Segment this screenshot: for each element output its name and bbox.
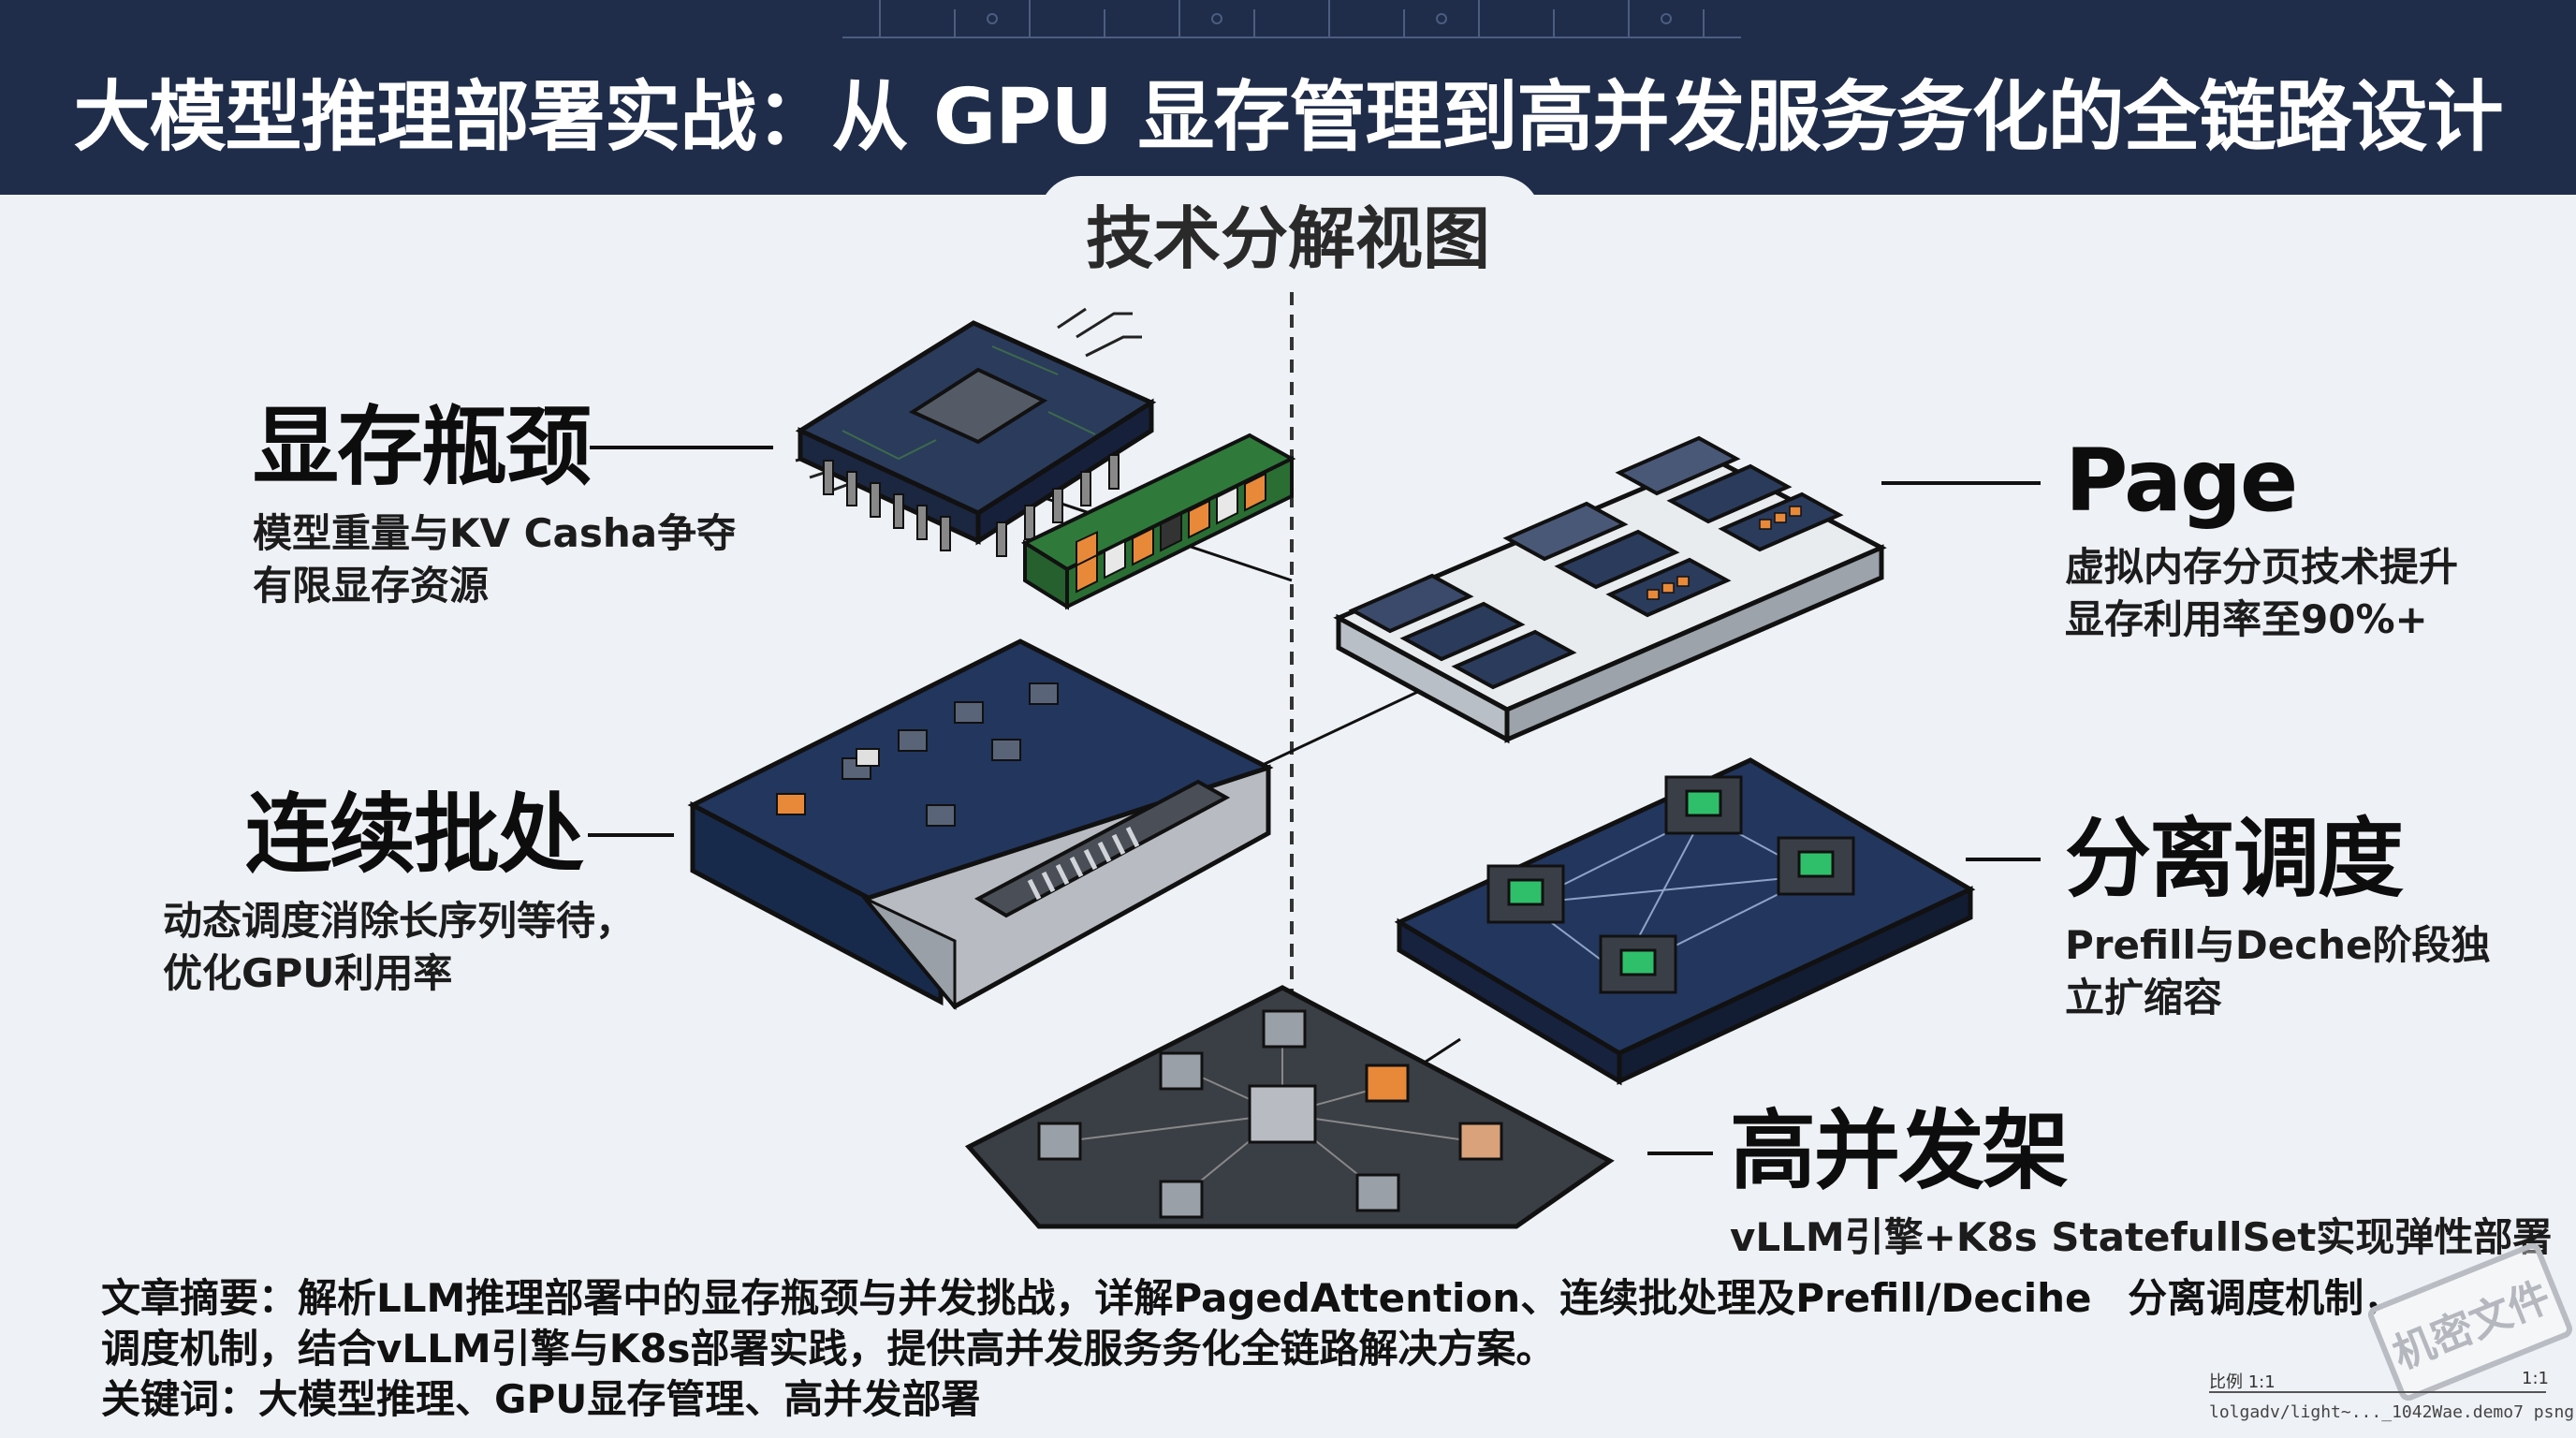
cluster-board-icon — [964, 985, 1615, 1229]
summary-line: 调度机制，结合vLLM引擎与K8s部署实践，提供高并发服务务化全链路解决方案。 — [101, 1326, 1556, 1372]
scale-label: 比例 1:1 — [2209, 1372, 2276, 1392]
desc-line: 优化GPU利用率 — [163, 950, 453, 996]
label-description: 模型重量与KV Casha争夺 有限显存资源 — [253, 507, 736, 612]
desc-line: 有限显存资源 — [253, 563, 490, 609]
summary-line: 文章摘要：解析LLM推理部署中的显存瓶颈与并发挑战，详解PagedAttenti… — [101, 1275, 2404, 1321]
header-banner: 大模型推理部署实战：从 GPU 显存管理到高并发服务务化的全链路设计 — [0, 0, 2576, 195]
label-title: 分离调度 — [2065, 809, 2404, 909]
desc-line: 模型重量与KV Casha争夺 — [253, 510, 737, 556]
label-vram-bottleneck: 显存瓶颈 模型重量与KV Casha争夺 有限显存资源 — [253, 404, 736, 612]
label-continuous-batching: 连续批处 动态调度消除长序列等待， 优化GPU利用率 — [163, 785, 635, 1000]
desc-line: 动态调度消除长序列等待， — [163, 898, 636, 944]
article-summary: 文章摘要：解析LLM推理部署中的显存瓶颈与并发挑战，详解PagedAttenti… — [101, 1273, 2404, 1425]
subtitle-tab — [1039, 176, 1541, 279]
label-description: 虚拟内存分页技术提升 显存利用率至90%+ — [2065, 541, 2458, 646]
ram-module-icon — [1020, 433, 1296, 610]
label-description: Prefill与Deche阶段独 立扩缩容 — [2065, 919, 2491, 1024]
label-title: 连续批处 — [245, 785, 584, 885]
label-description: 动态调度消除长序列等待， 优化GPU利用率 — [163, 895, 635, 1000]
label-title: Page — [2065, 431, 2298, 531]
desc-line: Prefill与Deche阶段独 — [2065, 922, 2491, 968]
label-title: 显存瓶颈 — [253, 397, 592, 497]
diagram-subtitle: 技术分解视图 — [1085, 199, 1490, 278]
desc-line: 虚拟内存分页技术提升 — [2065, 544, 2459, 590]
scale-ratio: 1:1 — [2522, 1369, 2549, 1388]
label-paged-memory: Page 虚拟内存分页技术提升 显存利用率至90%+ — [2065, 438, 2458, 646]
scale-bar — [2209, 1391, 2546, 1393]
batch-processor-icon — [687, 638, 1274, 1011]
desc-line: 显存利用率至90%+ — [2065, 596, 2428, 642]
label-high-concurrency: 高并发架 vLLM引擎+K8s StatefullSet实现弹性部署 — [1730, 1108, 2552, 1264]
label-disaggregated-scheduling: 分离调度 Prefill与Deche阶段独 立扩缩容 — [2065, 816, 2491, 1024]
memory-page-icon — [1333, 435, 1887, 744]
page-title: 大模型推理部署实战：从 GPU 显存管理到高并发服务务化的全链路设计 — [73, 73, 2503, 162]
keywords-line: 关键词：大模型推理、GPU显存管理、高并发部署 — [101, 1376, 981, 1422]
gpu-chip-icon — [795, 307, 1157, 557]
file-name: lolgadv/light~..._1042Wae.demo7 psng — [2209, 1402, 2575, 1422]
scheduler-board-icon — [1394, 757, 1976, 1086]
label-title: 高并发架 — [1730, 1101, 2069, 1201]
desc-line: 立扩缩容 — [2065, 975, 2223, 1020]
label-description: vLLM引擎+K8s StatefullSet实现弹性部署 — [1730, 1211, 2552, 1264]
desc-line: vLLM引擎+K8s StatefullSet实现弹性部署 — [1730, 1214, 2553, 1260]
header-ruler-decoration — [842, 0, 1741, 38]
